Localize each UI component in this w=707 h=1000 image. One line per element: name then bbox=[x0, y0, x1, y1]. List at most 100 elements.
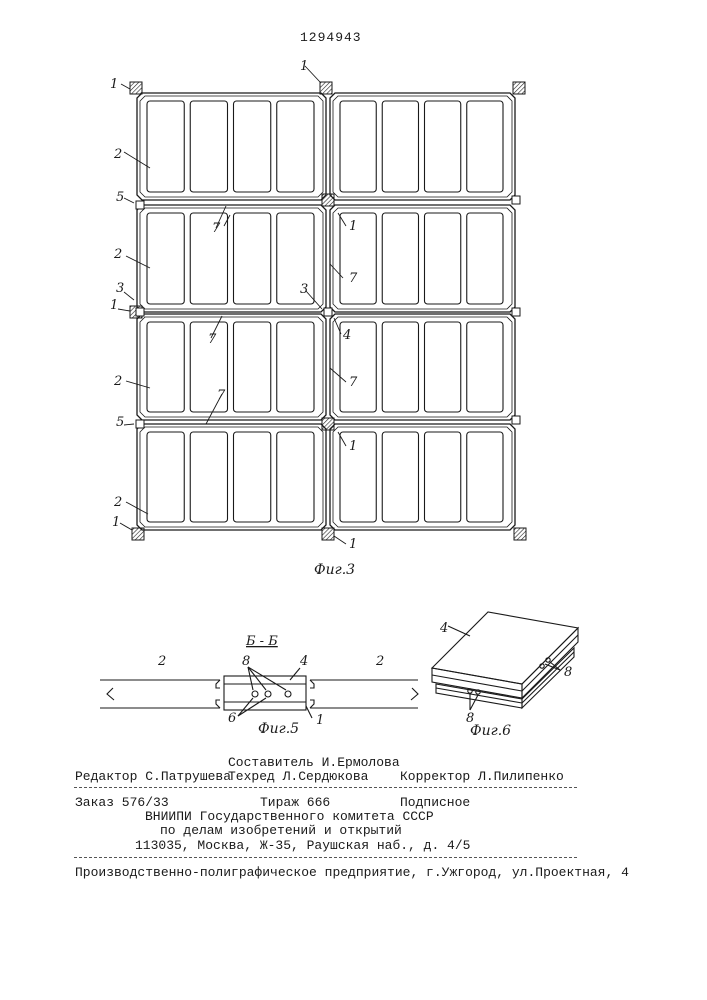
address: 113035, Москва, Ж-35, Раушская наб., д. … bbox=[135, 838, 470, 853]
leader-line-15 bbox=[126, 381, 150, 388]
fig3-label-1b: 1 bbox=[300, 59, 308, 74]
techred: Техред Л.Сердюкова bbox=[228, 769, 368, 784]
edition: Тираж 666 bbox=[260, 795, 330, 810]
fig5-label-2a: 2 bbox=[157, 654, 166, 669]
divider-1 bbox=[74, 787, 577, 788]
panel-outline-4 bbox=[330, 205, 515, 312]
leader-line-10 bbox=[124, 292, 134, 300]
panel-inner-1 bbox=[140, 96, 323, 197]
panel-4-cell-4 bbox=[467, 213, 503, 304]
panel-1-cell-4 bbox=[277, 101, 314, 192]
fig6-caption: Фиг.6 bbox=[470, 723, 511, 739]
fig3-label-1d: 1 bbox=[110, 298, 118, 313]
fig3-label-3a: 3 bbox=[116, 281, 124, 296]
fig5-label-1: 1 bbox=[316, 713, 324, 728]
panel-inner-2 bbox=[333, 96, 512, 197]
fig3-label-7a: 7 bbox=[212, 221, 221, 236]
fig6-label-4: 4 bbox=[439, 621, 448, 636]
column-8 bbox=[322, 528, 334, 540]
fig3-caption: Фиг.3 bbox=[314, 562, 355, 578]
panel-3-cell-1 bbox=[147, 213, 184, 304]
leader-line-4 bbox=[124, 198, 134, 203]
fig5-label-6: 6 bbox=[228, 711, 236, 726]
panel-6-cell-3 bbox=[425, 322, 461, 412]
fig3-label-1a: 1 bbox=[110, 77, 118, 92]
panel-2-cell-1 bbox=[340, 101, 376, 192]
leader-line-8 bbox=[126, 256, 150, 268]
panel-8-cell-2 bbox=[382, 432, 418, 522]
panel-inner-8 bbox=[333, 427, 512, 527]
leader-line-22 bbox=[334, 536, 346, 544]
leader-line-1 bbox=[121, 84, 130, 89]
fig5-section-label: Б - Б bbox=[245, 634, 278, 649]
panel-8-cell-4 bbox=[467, 432, 503, 522]
fig3-label-7d: 7 bbox=[349, 375, 358, 390]
panel-4-cell-3 bbox=[425, 213, 461, 304]
panel-8-cell-3 bbox=[425, 432, 461, 522]
panel-4-cell-2 bbox=[382, 213, 418, 304]
leader-line-18 bbox=[124, 424, 134, 425]
panel-outline-8 bbox=[330, 424, 515, 530]
fig3-label-7c: 7 bbox=[208, 332, 217, 347]
column-4 bbox=[322, 194, 334, 206]
fig5-label-8: 8 bbox=[242, 654, 250, 669]
panel-2-cell-4 bbox=[467, 101, 503, 192]
panel-outline-1 bbox=[137, 93, 326, 200]
panel-7-cell-2 bbox=[190, 432, 227, 522]
panel-3-cell-3 bbox=[234, 213, 271, 304]
panel-6-cell-2 bbox=[382, 322, 418, 412]
column-1 bbox=[130, 82, 142, 94]
fig3-label-2c: 2 bbox=[113, 374, 122, 389]
panel-5-cell-3 bbox=[234, 322, 271, 412]
column-6 bbox=[322, 418, 334, 430]
connector-2 bbox=[512, 196, 520, 204]
divider-2 bbox=[74, 857, 577, 858]
panel-outline-6 bbox=[330, 314, 515, 420]
panel-inner-4 bbox=[333, 208, 512, 309]
fig3-label-1c: 1 bbox=[349, 219, 357, 234]
connector-5 bbox=[324, 308, 332, 316]
panel-inner-7 bbox=[140, 427, 323, 527]
corrector: Корректор Л.Пилипенко bbox=[400, 769, 564, 784]
fig3-label-2a: 2 bbox=[113, 147, 122, 162]
column-3 bbox=[513, 82, 525, 94]
panel-1-cell-3 bbox=[234, 101, 271, 192]
panel-4-cell-1 bbox=[340, 213, 376, 304]
fig3-label-5b: 5 bbox=[116, 415, 124, 430]
panel-5-cell-4 bbox=[277, 322, 314, 412]
leader-line-16 bbox=[330, 368, 346, 382]
panel-outline-5 bbox=[137, 314, 326, 420]
fig3-label-1f: 1 bbox=[112, 515, 120, 530]
panel-inner-5 bbox=[140, 317, 323, 417]
panel-2-cell-3 bbox=[425, 101, 461, 192]
panel-1-cell-2 bbox=[190, 101, 227, 192]
panel-inner-3 bbox=[140, 208, 323, 309]
panel-outline-7 bbox=[137, 424, 326, 530]
panel-7-cell-4 bbox=[277, 432, 314, 522]
panel-3-cell-2 bbox=[190, 213, 227, 304]
fig3-plan bbox=[118, 66, 526, 544]
fig6-isometric bbox=[432, 612, 578, 710]
panel-5-cell-1 bbox=[147, 322, 184, 412]
fig5-section bbox=[100, 667, 418, 718]
panel-7-cell-3 bbox=[234, 432, 271, 522]
subscription: Подписное bbox=[400, 795, 470, 810]
connector-7 bbox=[512, 416, 520, 424]
column-2 bbox=[320, 82, 332, 94]
order-number: Заказ 576/33 bbox=[75, 795, 169, 810]
org-line-1: ВНИИПИ Государственного комитета СССР bbox=[145, 809, 434, 824]
panel-6-cell-4 bbox=[467, 322, 503, 412]
leader-line-11 bbox=[118, 309, 130, 311]
panel-7-cell-1 bbox=[147, 432, 184, 522]
composer: Составитель И.Ермолова bbox=[228, 755, 400, 770]
fig6-label-8a: 8 bbox=[564, 665, 572, 680]
panel-2-cell-2 bbox=[382, 101, 418, 192]
fig3-label-4: 4 bbox=[342, 328, 351, 343]
fig5-label-2b: 2 bbox=[375, 654, 384, 669]
leader-line-21 bbox=[120, 523, 132, 530]
column-9 bbox=[514, 528, 526, 540]
fig3-label-5a: 5 bbox=[116, 190, 124, 205]
printer: Производственно-полиграфическое предприя… bbox=[75, 865, 629, 880]
connector-4 bbox=[512, 308, 520, 316]
editor: Редактор С.Патрушева bbox=[75, 769, 231, 784]
